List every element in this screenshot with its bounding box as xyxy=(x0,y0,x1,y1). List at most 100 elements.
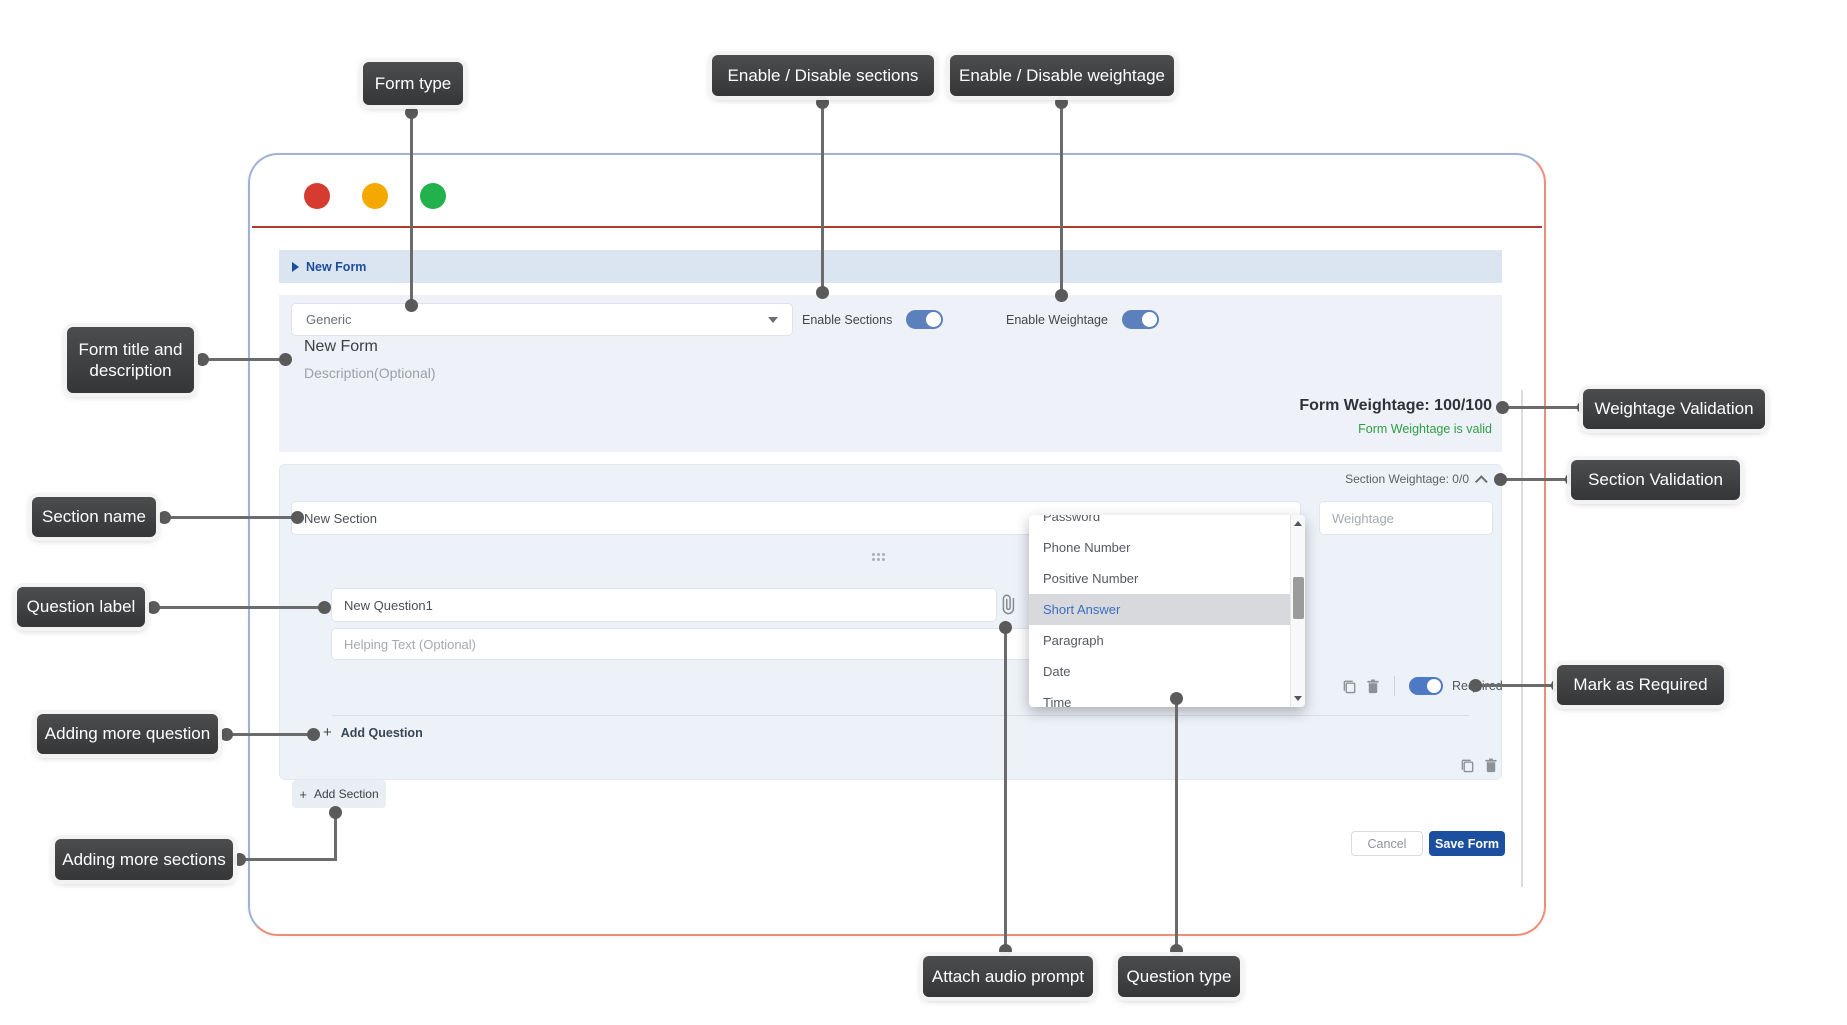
connector-line xyxy=(198,358,288,361)
connector-line xyxy=(1503,406,1585,409)
callout-form-type: Form type xyxy=(363,62,463,105)
scroll-down-icon[interactable] xyxy=(1294,696,1302,701)
menu-item-time[interactable]: Time xyxy=(1043,695,1072,707)
question-label-input[interactable]: New Question1 xyxy=(332,589,996,621)
question-label-value: New Question1 xyxy=(344,597,433,613)
connector-dot xyxy=(307,728,320,741)
form-weightage-value: Form Weightage: 100/100 xyxy=(1299,397,1492,414)
menu-item-paragraph[interactable]: Paragraph xyxy=(1043,633,1104,648)
connector-dot xyxy=(999,944,1012,957)
enable-weightage-group: Enable Weightage xyxy=(1006,304,1159,335)
form-description-input[interactable]: Description(Optional) xyxy=(304,365,436,381)
connector-dot xyxy=(1469,679,1482,692)
section-weightage-input[interactable]: Weightage xyxy=(1320,502,1492,534)
callout-form-title-and-description: Form title and description xyxy=(67,327,194,393)
connector-line xyxy=(160,516,300,519)
question-divider-line xyxy=(332,715,1469,716)
paperclip-icon[interactable] xyxy=(998,592,1018,616)
connector-line xyxy=(1175,700,1178,953)
toolbar-divider xyxy=(1394,676,1395,696)
close-window-icon[interactable] xyxy=(304,183,330,209)
connector-dot xyxy=(158,511,171,524)
enable-weightage-toggle[interactable] xyxy=(1121,310,1159,329)
callout-adding-more-sections: Adding more sections xyxy=(55,839,233,880)
connector-line xyxy=(1501,478,1576,481)
section-weightage-value: Section Weightage: 0/0 xyxy=(1345,472,1469,486)
enable-sections-toggle[interactable] xyxy=(906,310,944,329)
delete-section-icon[interactable] xyxy=(1484,758,1498,773)
plus-icon: + xyxy=(323,724,332,741)
section-weightage-placeholder: Weightage xyxy=(1332,510,1394,526)
menu-scrollbar[interactable] xyxy=(1290,515,1305,707)
section-name-value: New Section xyxy=(304,510,377,526)
toggle-knob xyxy=(1427,679,1441,693)
connector-dot xyxy=(220,728,233,741)
menu-item-date[interactable]: Date xyxy=(1043,664,1071,679)
browser-window: New Form Generic Enable Sections Enable … xyxy=(248,153,1546,936)
connector-line xyxy=(1060,99,1063,297)
expand-window-icon[interactable] xyxy=(420,183,446,209)
menu-item-short-answer[interactable]: Short Answer xyxy=(1029,594,1290,625)
callout-question-type: Question type xyxy=(1118,956,1240,997)
connector-line xyxy=(334,814,337,861)
toggle-knob xyxy=(1141,312,1157,327)
add-question-label: Add Question xyxy=(340,725,423,740)
form-weightage-status: Form Weightage is valid xyxy=(1358,422,1492,436)
scrollbar-thumb[interactable] xyxy=(1293,577,1304,619)
callout-section-validation: Section Validation xyxy=(1571,460,1740,500)
breadcrumb-label: New Form xyxy=(306,259,367,274)
minimize-window-icon[interactable] xyxy=(362,183,388,209)
question-toolbar: Required xyxy=(1342,674,1503,698)
connector-dot xyxy=(1055,96,1068,109)
connector-dot xyxy=(279,353,292,366)
menu-item-password[interactable]: Password xyxy=(1043,515,1101,524)
callout-enable-disable-sections: Enable / Disable sections xyxy=(712,55,934,96)
connector-dot xyxy=(1170,692,1183,705)
callout-enable-disable-weightage: Enable / Disable weightage xyxy=(950,55,1174,96)
menu-item-phone-number[interactable]: Phone Number xyxy=(1043,540,1131,555)
connector-dot xyxy=(233,853,246,866)
required-toggle[interactable] xyxy=(1409,677,1443,695)
connector-dot xyxy=(1170,944,1183,957)
content-scrollbar[interactable] xyxy=(1521,390,1523,887)
connector-line xyxy=(1478,684,1562,687)
callout-attach-audio-prompt: Attach audio prompt xyxy=(923,956,1093,997)
copy-question-icon[interactable] xyxy=(1342,679,1357,694)
menu-item-positive-number[interactable]: Positive Number xyxy=(1043,571,1139,586)
dropdown-caret-icon xyxy=(768,316,778,323)
helping-text-placeholder: Helping Text (Optional) xyxy=(344,636,476,652)
callout-weightage-validation: Weightage Validation xyxy=(1583,389,1765,429)
drag-handle-icon[interactable] xyxy=(872,553,886,562)
form-type-select[interactable]: Generic xyxy=(292,304,792,335)
callout-section-name: Section name xyxy=(32,497,156,537)
copy-section-icon[interactable] xyxy=(1460,758,1475,773)
connector-dot xyxy=(405,106,418,119)
form-type-value: Generic xyxy=(306,312,352,327)
connector-dot xyxy=(147,601,160,614)
connector-dot xyxy=(816,96,829,109)
connector-line xyxy=(821,99,824,295)
question-type-options: Password Phone Number Positive Number Sh… xyxy=(1029,515,1290,707)
breadcrumb: New Form xyxy=(279,250,1502,283)
breadcrumb-arrow-icon xyxy=(292,261,299,272)
chevron-up-icon[interactable] xyxy=(1475,474,1488,488)
add-question-button[interactable]: + Add Question xyxy=(323,725,423,740)
add-section-button[interactable]: + Add Section xyxy=(292,780,386,808)
enable-weightage-label: Enable Weightage xyxy=(1006,312,1108,327)
add-section-label: Add Section xyxy=(313,787,379,801)
connector-line xyxy=(235,858,337,861)
connector-dot xyxy=(1496,401,1509,414)
connector-line xyxy=(149,606,327,609)
callout-mark-as-required: Mark as Required xyxy=(1557,665,1724,705)
plus-icon: + xyxy=(299,786,307,802)
cancel-button[interactable]: Cancel xyxy=(1351,831,1423,856)
connector-dot xyxy=(1494,473,1507,486)
save-form-button[interactable]: Save Form xyxy=(1429,831,1505,856)
window-divider-line xyxy=(252,226,1542,228)
connector-dot xyxy=(405,299,418,312)
form-title-input[interactable]: New Form xyxy=(304,338,378,355)
connector-dot xyxy=(329,806,342,819)
delete-question-icon[interactable] xyxy=(1366,678,1380,694)
scroll-up-icon[interactable] xyxy=(1294,521,1302,526)
